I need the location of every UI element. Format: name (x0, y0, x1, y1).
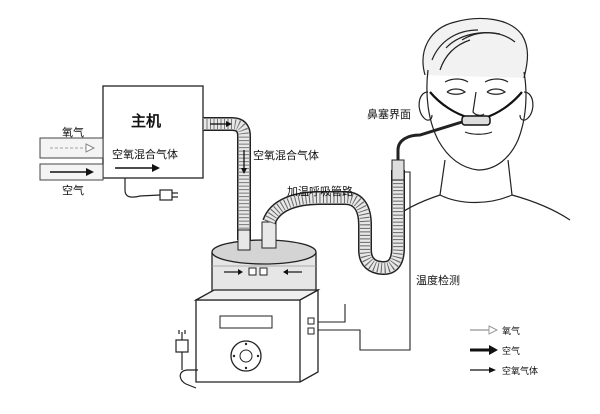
legend-mixed-gas-label: 空氧气体 (502, 367, 539, 377)
patient-head-illustration (391, 17, 571, 221)
temperature-sensor-wire (318, 171, 411, 351)
heated-circuit-label: 加温呼吸管路 (287, 185, 353, 198)
legend-air-arrow (470, 345, 498, 355)
legend-mixed-gas-arrow (470, 367, 496, 373)
temperature-sensor-label: 温度检测 (416, 274, 460, 287)
heater-power-cord (175, 330, 198, 389)
main-unit-box (102, 85, 204, 179)
nasal-interface-label: 鼻塞界面 (367, 108, 411, 121)
heated-breathing-circuit (262, 120, 463, 275)
mixed-gas-tube-label: 空氧混合气体 (253, 149, 319, 162)
main-unit-title: 主机 (131, 112, 162, 130)
nasal-cannula (429, 91, 523, 126)
legend-air-label: 空气 (502, 347, 521, 357)
main-unit-power-cord (124, 178, 178, 201)
main-unit-output-label: 空氧混合气体 (112, 148, 178, 161)
legend-oxygen-arrow (470, 325, 499, 335)
legend-oxygen-label: 氧气 (502, 327, 521, 337)
mixed-gas-tube (203, 117, 251, 240)
air-input-arrow (39, 163, 104, 181)
oxygen-input-label: 氧气 (62, 126, 84, 139)
air-input-label: 空气 (62, 184, 84, 197)
heater-base-unit (193, 288, 321, 383)
oxygen-input-arrow (39, 137, 104, 159)
